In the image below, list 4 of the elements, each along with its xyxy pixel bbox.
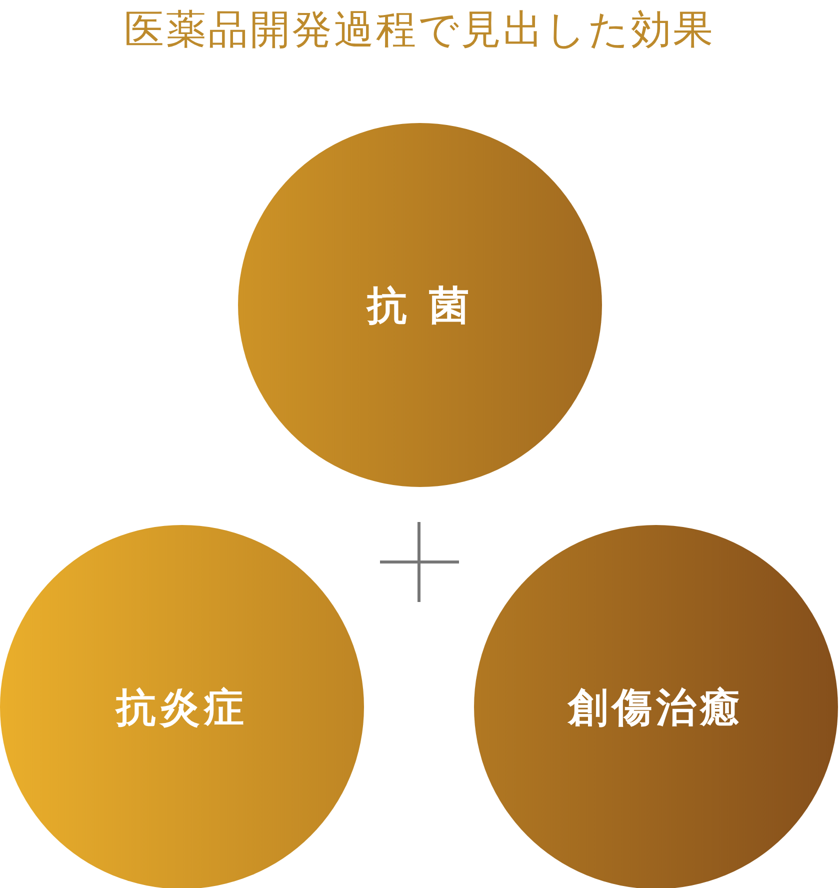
- circle-label: 創傷治癒: [568, 684, 744, 732]
- circle-label: 抗 菌: [367, 282, 473, 330]
- title: 医薬品開発過程で見出した効果: [123, 6, 716, 55]
- circle-label: 抗炎症: [116, 684, 248, 732]
